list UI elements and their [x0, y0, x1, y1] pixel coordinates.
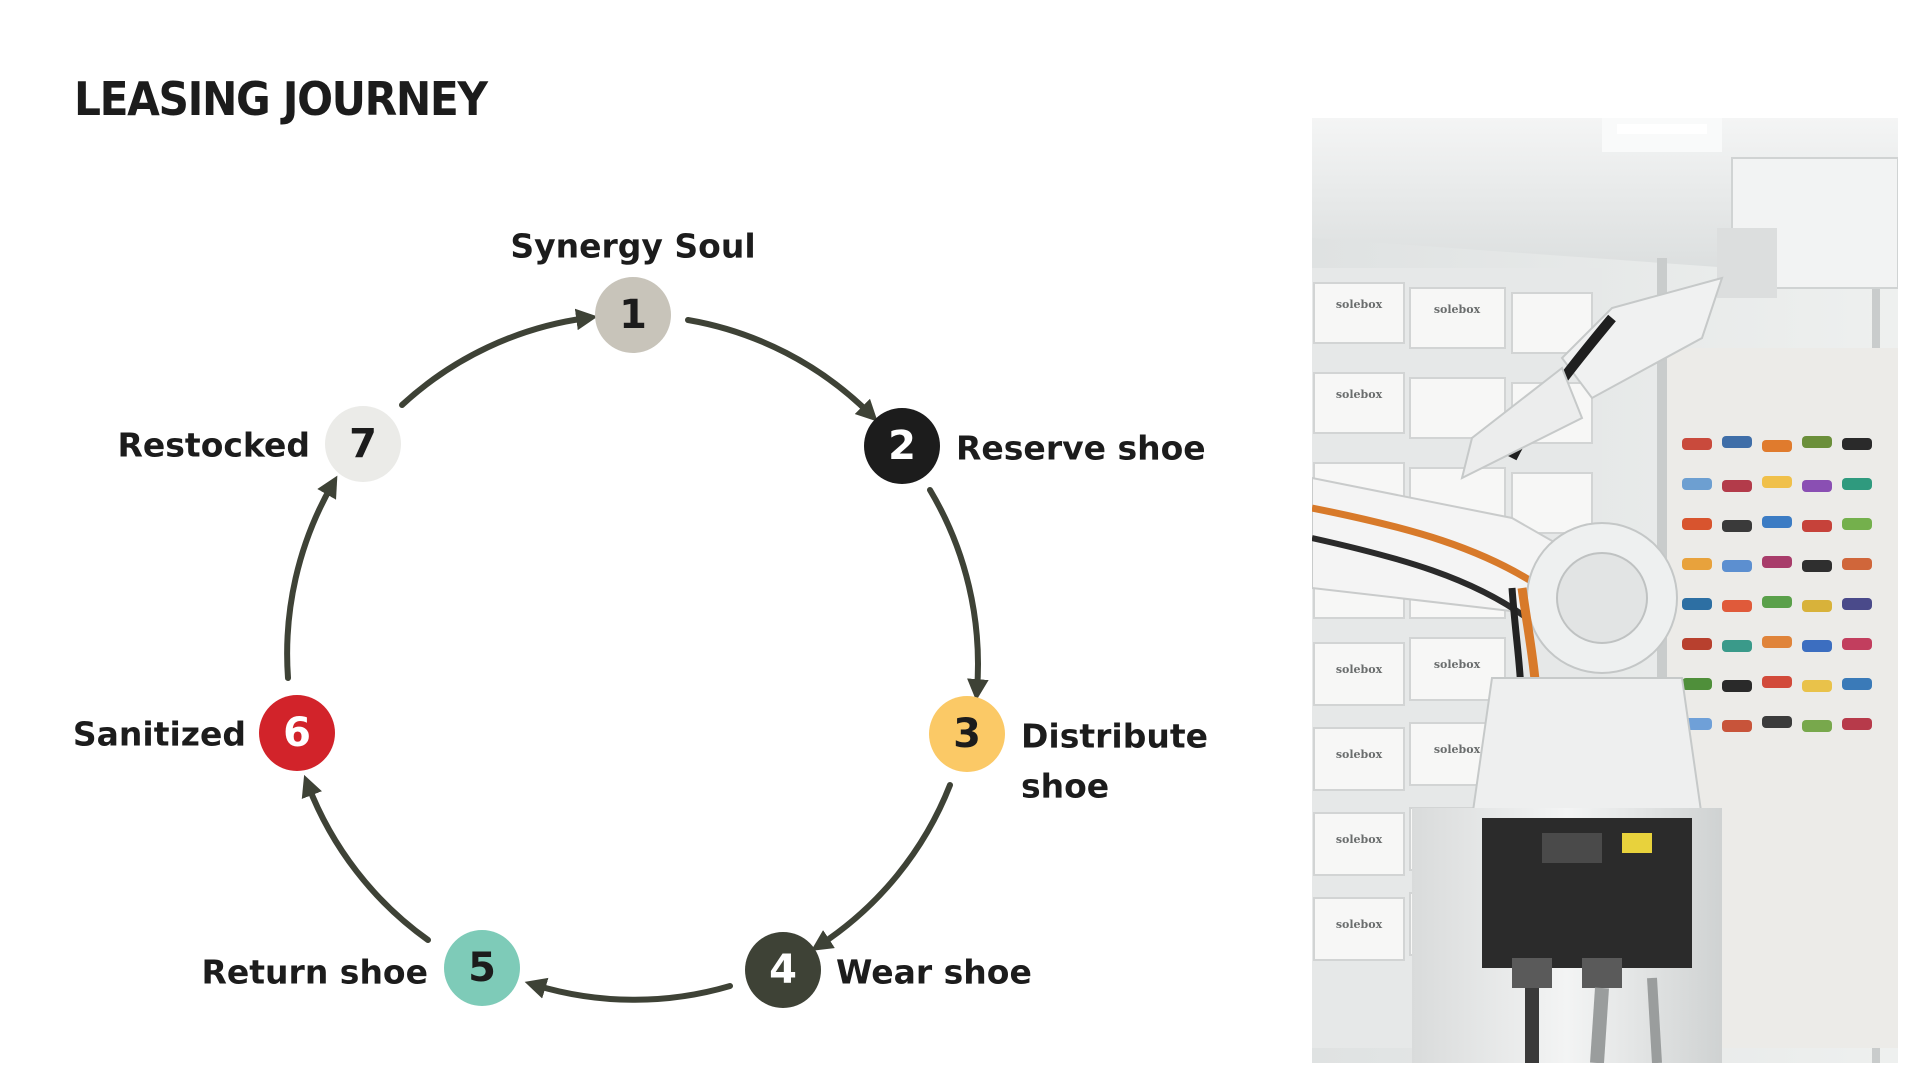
arrow-6-to-7 [284, 475, 338, 681]
step-3: 3 Distribute shoe [929, 696, 1208, 806]
step-5-number: 5 [468, 945, 496, 991]
step-3-label-line-1: Distribute [1021, 717, 1208, 756]
step-3-label-line-2: shoe [1021, 767, 1109, 806]
step-5-circle [444, 930, 520, 1006]
arrow-1-to-2 [685, 317, 878, 422]
arrow-7-to-1 [399, 308, 598, 408]
step-1-circle [595, 277, 671, 353]
leasing-cycle-diagram: 1 Synergy Soul 2 Reserve shoe 3 Distribu… [73, 227, 1208, 1008]
step-5: 5 Return shoe [201, 930, 520, 1006]
box-brand-text: solebox [1336, 918, 1383, 931]
box-brand-text: solebox [1336, 663, 1383, 676]
sneaker-wall [1667, 348, 1898, 1048]
step-7-circle [325, 406, 401, 482]
step-7-number: 7 [349, 421, 377, 467]
step-2: 2 Reserve shoe [864, 408, 1206, 484]
step-4: 4 Wear shoe [745, 932, 1032, 1008]
step-7: 7 Restocked [117, 406, 401, 482]
box-brand-text: solebox [1336, 833, 1383, 846]
box-brand-text: solebox [1434, 303, 1481, 316]
arrow-3-to-4 [810, 782, 953, 951]
step-4-circle [745, 932, 821, 1008]
robot-arm [1312, 157, 1898, 1063]
arrow-5-to-6 [301, 774, 431, 943]
arrow-4-to-5 [524, 977, 733, 1003]
arrow-2-to-3 [927, 487, 989, 701]
step-6: 6 Sanitized [73, 695, 335, 771]
robot-arm-store-photo: solebox solebox solebox solebox solebox … [1312, 118, 1898, 1063]
step-1: 1 Synergy Soul [510, 227, 756, 353]
step-3-number: 3 [953, 711, 981, 757]
box-brand-text: solebox [1434, 658, 1481, 671]
step-6-label: Sanitized [73, 715, 246, 754]
step-6-number: 6 [283, 710, 311, 756]
step-2-number: 2 [888, 423, 916, 469]
box-brand-text: solebox [1336, 388, 1383, 401]
step-4-label: Wear shoe [836, 953, 1032, 992]
step-3-circle [929, 696, 1005, 772]
step-5-label: Return shoe [201, 953, 428, 992]
step-4-number: 4 [769, 947, 797, 993]
step-6-circle [259, 695, 335, 771]
step-1-label: Synergy Soul [510, 227, 755, 266]
slide-title: LEASING JOURNEY [74, 72, 488, 126]
box-brand-text: solebox [1336, 298, 1383, 311]
box-brand-text: solebox [1434, 743, 1481, 756]
box-brand-text: solebox [1336, 748, 1383, 761]
step-2-label: Reserve shoe [956, 429, 1206, 468]
step-2-circle [864, 408, 940, 484]
step-7-label: Restocked [117, 426, 310, 465]
step-1-number: 1 [619, 292, 647, 338]
